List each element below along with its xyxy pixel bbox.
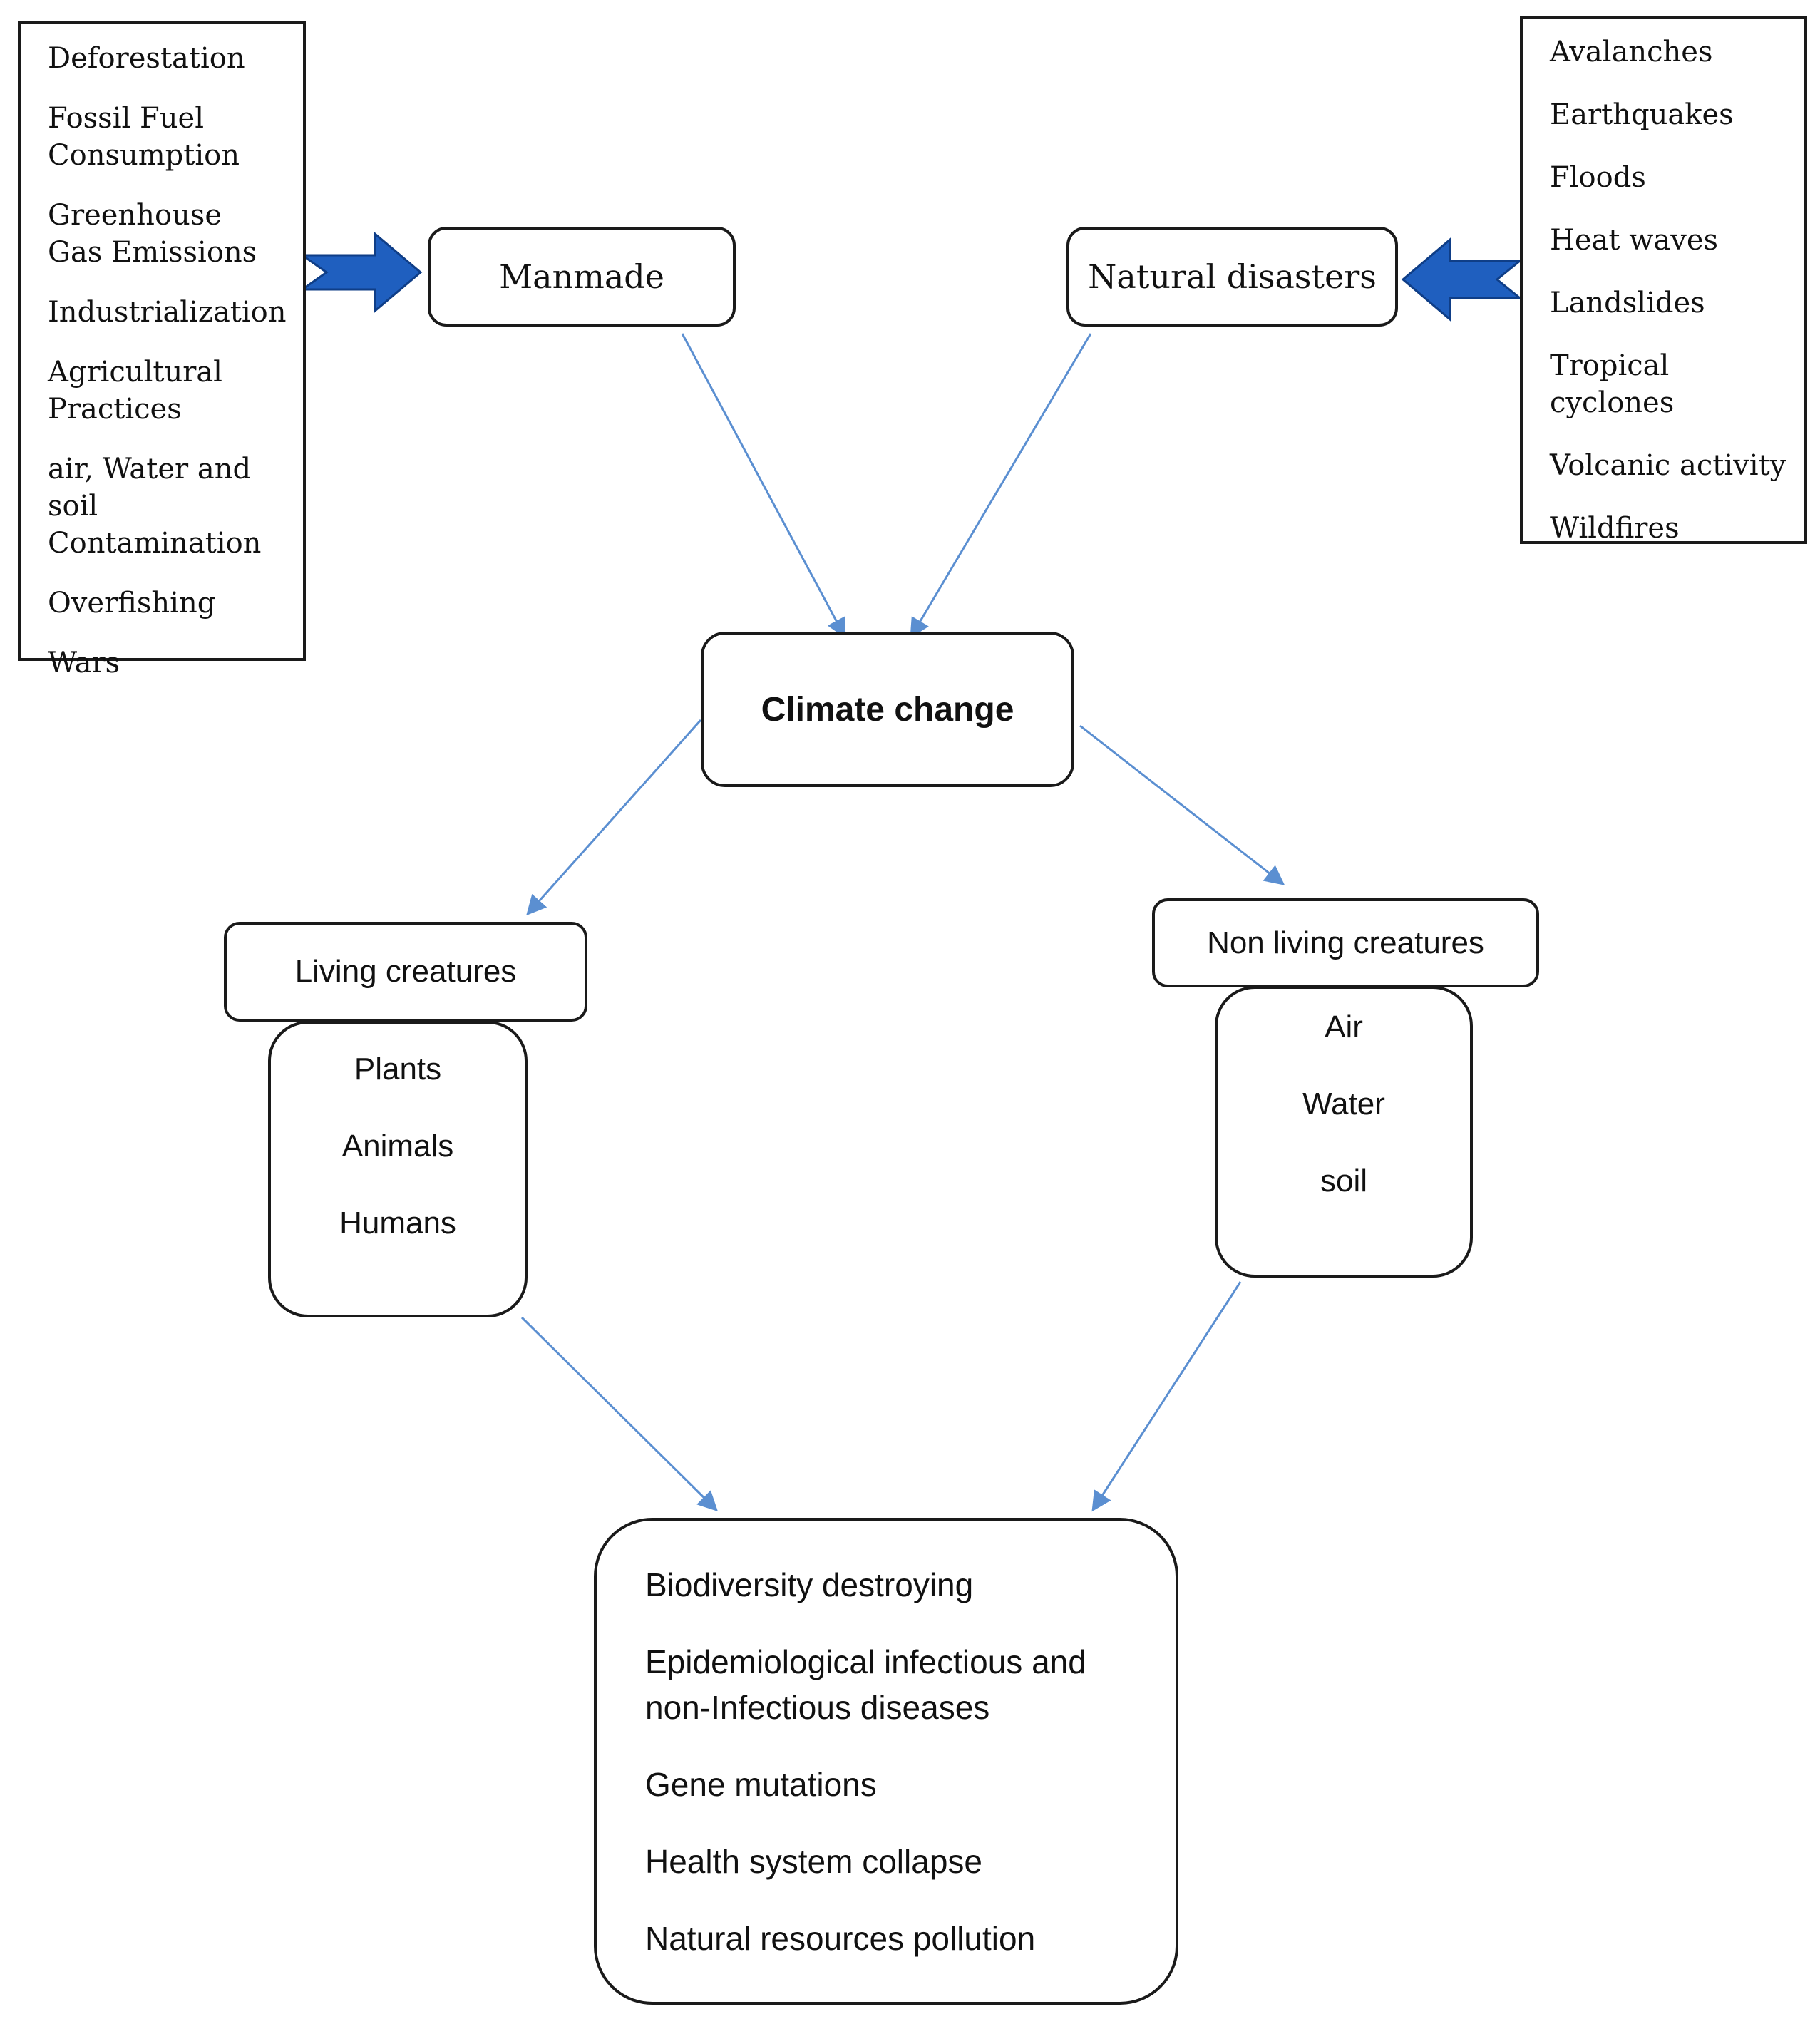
non-living-creatures-list: Air Water soil xyxy=(1215,986,1473,1278)
list-item: Avalanches xyxy=(1550,36,1713,68)
list-item: Volcanic activity xyxy=(1550,449,1786,482)
effects-box: Biodiversity destroying Epidemiological … xyxy=(594,1518,1178,2005)
list-item: Biodiversity destroying xyxy=(645,1566,974,1603)
connector-climate-to-nonliving xyxy=(1079,724,1285,885)
block-arrow-manmade xyxy=(299,231,423,314)
list-item: Earthquakes xyxy=(1550,98,1734,131)
list-item: Floods xyxy=(1550,161,1646,194)
list-item: Gene mutations xyxy=(645,1766,877,1803)
manmade-causes-list: Deforestation Fossil Fuel Consumption Gr… xyxy=(18,21,306,679)
list-item: Water xyxy=(1302,1086,1385,1121)
list-item: Humans xyxy=(339,1206,456,1240)
connector-living-to-effects xyxy=(520,1316,718,1511)
list-item: Industrialization xyxy=(48,296,287,329)
connector-climate-to-living xyxy=(526,719,702,916)
list-item: Tropical cyclones xyxy=(1550,349,1675,419)
list-item: air, Water and soil Contamination xyxy=(48,453,262,560)
connector-natural-to-climate xyxy=(910,333,1092,639)
list-item: Heat waves xyxy=(1550,224,1719,257)
list-item: Natural resources pollution xyxy=(645,1920,1036,1957)
list-item: Wildfires xyxy=(1550,512,1680,545)
list-item: Air xyxy=(1325,1010,1363,1044)
list-item: Fossil Fuel Consumption xyxy=(48,102,240,172)
list-item: Agricultural Practices xyxy=(48,356,222,426)
list-item: Wars xyxy=(48,647,120,679)
node-climate-change: Climate change xyxy=(701,632,1074,787)
list-item: Epidemiological infectious and non-Infec… xyxy=(645,1643,1086,1726)
node-living-creatures: Living creatures xyxy=(224,922,587,1022)
living-creatures-list: Plants Animals Humans xyxy=(268,1021,528,1317)
node-non-living-creatures: Non living creatures xyxy=(1152,898,1539,987)
list-item: Overfishing xyxy=(48,587,216,620)
list-item: Landslides xyxy=(1550,287,1705,319)
natural-causes-list: Avalanches Earthquakes Floods Heat waves… xyxy=(1520,16,1807,545)
list-item: Plants xyxy=(354,1052,442,1086)
block-arrow-natural xyxy=(1401,237,1523,322)
list-item: Greenhouse Gas Emissions xyxy=(48,199,257,269)
connector-manmade-to-climate xyxy=(681,333,846,639)
list-item: soil xyxy=(1320,1163,1368,1198)
node-natural-disasters: Natural disasters xyxy=(1066,227,1398,327)
list-item: Health system collapse xyxy=(645,1843,982,1880)
list-item: Deforestation xyxy=(48,42,245,75)
node-manmade: Manmade xyxy=(428,227,736,327)
list-item: Animals xyxy=(341,1129,454,1163)
connector-nonliving-to-effects xyxy=(1091,1281,1242,1512)
